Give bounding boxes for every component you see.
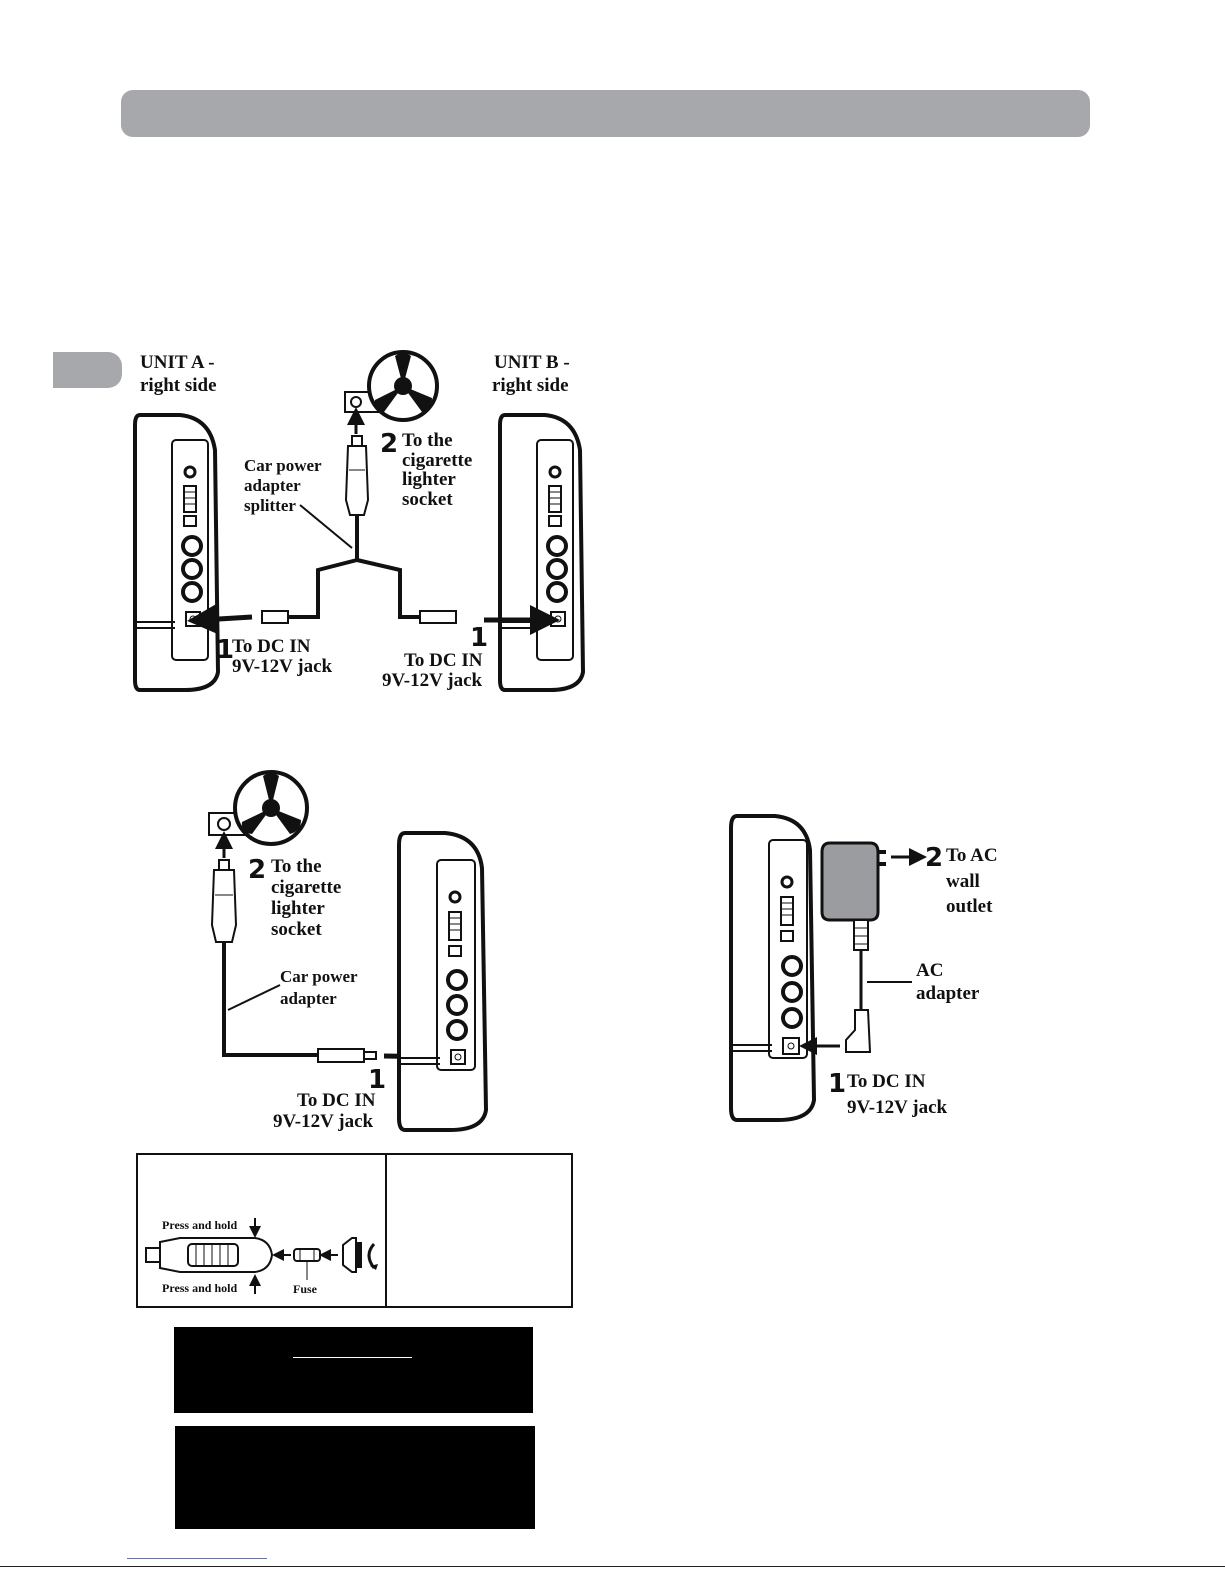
unit-device [397,831,489,1132]
page-side-tab [53,352,122,388]
top-step1b-label-line1: To DC IN [404,650,483,671]
press-hold-top-label: Press and hold [162,1218,237,1232]
splitter-label-line2: adapter [244,476,301,495]
warning-box-1 [174,1327,533,1413]
car-plug-icon [210,859,238,943]
car-adapter-label-line2: adapter [280,989,337,1008]
footer-link-rule [127,1558,267,1559]
car-step2-label-line3: lighter [271,898,325,919]
press-hold-bottom-label: Press and hold [162,1281,237,1295]
ac-step1-label-line1: To DC IN [847,1071,926,1092]
car-step2-label-line4: socket [271,919,322,940]
car-step1-label-line2: 9V-12V jack [273,1111,374,1132]
car-adapter-label-line1: Car power [280,967,358,986]
fuse-box-divider [385,1153,387,1308]
unit-a-label-line2: right side [140,375,217,396]
ac-step2-label-line1: To AC [946,845,998,866]
fuse-plug-icon [145,1237,274,1273]
splitter-plug-icon [344,435,370,516]
top-step1a-label-line2: 9V-12V jack [232,656,333,677]
ac-step2-number: 2 [925,843,943,873]
top-step1a-number: 1 [216,635,234,665]
unit-b-label-line1: UNIT B - [494,352,570,373]
car-step2-label-line1: To the [271,856,322,877]
splitter-label-line3: splitter [244,496,296,515]
top-step1a-label-line1: To DC IN [232,636,311,657]
ac-adapter-icon [820,841,886,951]
ac-step1-label-line2: 9V-12V jack [847,1097,948,1118]
top-step2-label-line2: cigarette [402,450,472,471]
cigarette-socket-icon [344,350,439,422]
ac-step2-label-line2: wall [946,871,980,892]
unit-b-label-line2: right side [492,375,569,396]
warning-box-2 [175,1426,535,1529]
car-step2-label-line2: cigarette [271,877,341,898]
unit-a-label-line1: UNIT A - [140,352,215,373]
car-step2-number: 2 [248,855,266,885]
unit-device [729,814,817,1122]
top-step1b-number: 1 [470,623,488,653]
fuse-label: Fuse [293,1282,318,1296]
splitter-label-line1: Car power [244,456,322,475]
car-step1-label-line1: To DC IN [297,1090,376,1111]
car-step1-number: 1 [368,1065,386,1095]
fuse-replacement-box [136,1153,573,1308]
fuse-icon [293,1248,321,1280]
top-step2-label-line4: socket [402,489,453,510]
ac-adapter-label-line2: adapter [916,983,980,1004]
page-bottom-rule [0,1566,1225,1567]
top-step2-number: 2 [380,429,398,459]
top-step2-label-line1: To the [402,430,453,451]
ac-adapter-label-line1: AC [916,960,943,981]
ac-step1-number: 1 [828,1069,846,1099]
ac-step2-label-line3: outlet [946,896,993,917]
fuse-cap-icon [342,1237,378,1273]
warning-box-1-rule [293,1357,412,1358]
cigarette-socket-icon [208,770,309,846]
top-step2-label-line3: lighter [402,469,456,490]
top-step1b-label-line2: 9V-12V jack [382,670,483,691]
section-header-bar [121,90,1090,137]
